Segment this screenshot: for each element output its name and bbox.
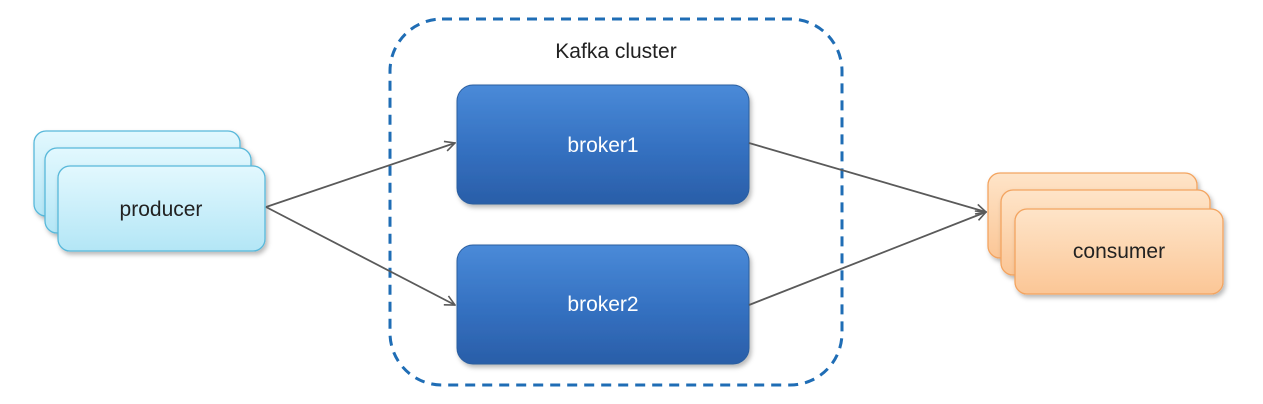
producer-card-front <box>57 165 266 252</box>
connections <box>265 142 986 306</box>
broker2-node: broker2 <box>456 244 750 365</box>
arrow-producer-to-broker2 <box>265 206 455 305</box>
consumer-label: consumer <box>1073 240 1165 263</box>
consumer-stack: consumer <box>987 172 1224 295</box>
kafka-cluster-group: Kafka cluster <box>388 17 844 387</box>
broker2-label: broker2 <box>567 293 638 316</box>
producer-stack: producer <box>33 130 266 252</box>
kafka-cluster-boundary <box>388 17 844 387</box>
arrow-producer-to-broker1 <box>265 143 455 208</box>
producer-label: producer <box>120 198 203 221</box>
consumer-card-front <box>1014 208 1224 295</box>
arrow-broker1-to-consumer <box>748 142 986 212</box>
kafka-cluster-label: Kafka cluster <box>555 40 676 63</box>
broker1-box <box>456 84 750 205</box>
broker1-node: broker1 <box>456 84 750 205</box>
arrow-broker2-to-consumer <box>748 212 986 306</box>
broker1-label: broker1 <box>567 134 638 157</box>
